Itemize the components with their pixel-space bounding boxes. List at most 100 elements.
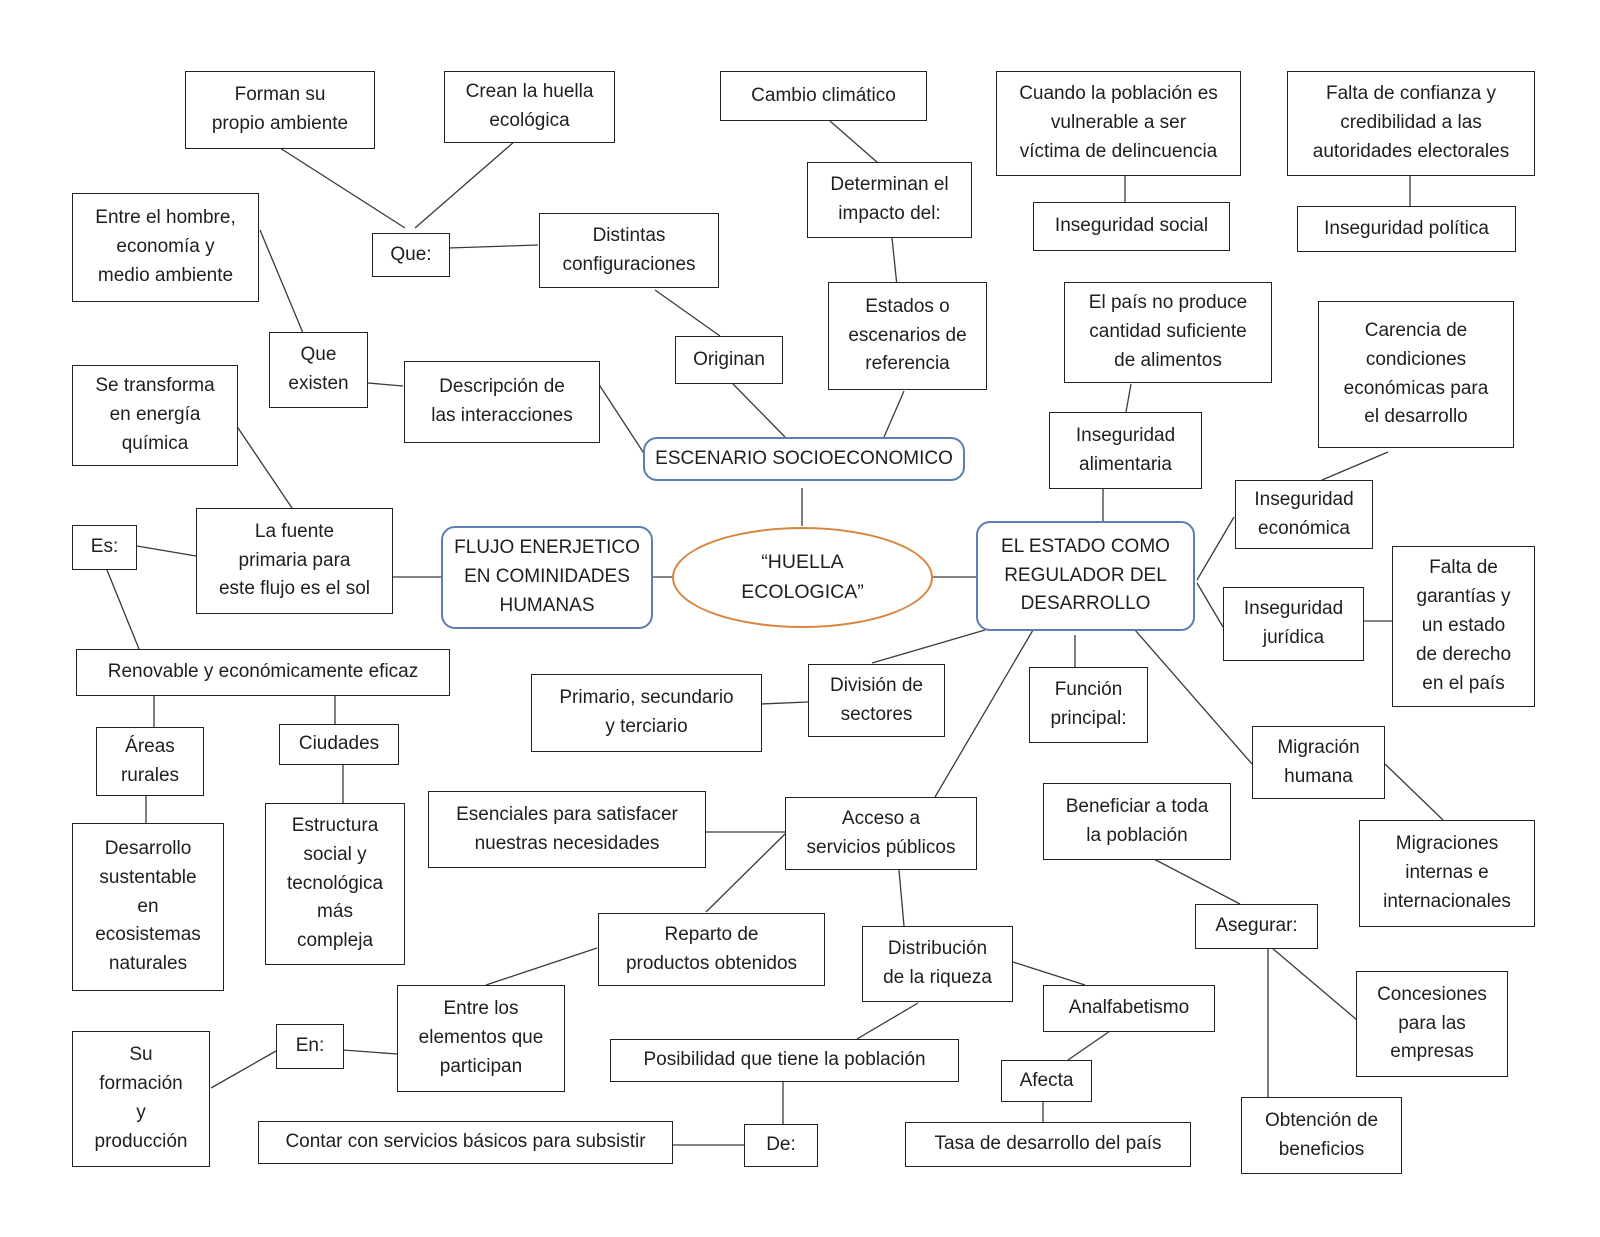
- node-fuente-primaria: La fuente primaria para este flujo es el…: [196, 508, 393, 614]
- node-afecta: Afecta: [1001, 1060, 1092, 1102]
- connector-line: [654, 289, 721, 337]
- node-estructura-social: Estructura social y tecnológica más comp…: [265, 803, 405, 965]
- connector-line: [898, 869, 905, 927]
- node-beneficiar-poblacion: Beneficiar a toda la población: [1043, 783, 1231, 860]
- node-se-transforma: Se transforma en energía química: [72, 365, 238, 466]
- node-text: Inseguridad económica: [1254, 488, 1354, 539]
- connector-line: [891, 237, 898, 287]
- node-tasa-desarrollo: Tasa de desarrollo del país: [905, 1122, 1191, 1167]
- node-de: De:: [744, 1124, 818, 1167]
- node-text: Posibilidad que tiene la población: [643, 1049, 926, 1071]
- connector-line: [279, 147, 406, 229]
- connector-line: [447, 244, 539, 249]
- node-text: Renovable y económicamente eficaz: [107, 661, 419, 683]
- node-text: Primario, secundario y terciario: [559, 687, 734, 737]
- node-text: El país no produce cantidad suficiente d…: [1088, 292, 1248, 371]
- node-text: Inseguridad jurídica: [1243, 598, 1344, 648]
- node-concesiones-empresas: Concesiones para las empresas: [1356, 971, 1508, 1077]
- connector-line: [414, 140, 516, 229]
- connector-line: [106, 569, 140, 650]
- branch-escenario-text: ESCENARIO SOCIOECONOMICO: [655, 447, 953, 469]
- node-text: Acceso a servicios públicos: [806, 807, 956, 858]
- node-migracion-humana: Migración humana: [1252, 726, 1385, 799]
- branch-estado-text: EL ESTADO COMO REGULADOR DEL DESARROLLO: [1001, 535, 1170, 615]
- node-distintas-configuraciones: Distintas configuraciones: [539, 213, 719, 288]
- node-text: Inseguridad política: [1324, 217, 1489, 239]
- node-text: Analfabetismo: [1068, 997, 1190, 1019]
- node-text: Falta de garantías y un estado de derech…: [1415, 557, 1512, 694]
- node-text: Áreas rurales: [120, 735, 180, 786]
- branch-flujo-text: FLUJO ENERJETICO EN COMINIDADES HUMANAS: [454, 537, 640, 616]
- connector-line: [871, 629, 986, 664]
- branch-escenario-socioeconomico: ESCENARIO SOCIOECONOMICO: [643, 437, 965, 481]
- connector-line: [934, 629, 1034, 798]
- node-ciudades: Ciudades: [279, 724, 399, 765]
- node-text: Concesiones para las empresas: [1377, 983, 1487, 1063]
- node-text: Función principal:: [1050, 679, 1127, 729]
- node-text: Su formación y producción: [94, 1044, 188, 1152]
- node-inseguridad-social: Inseguridad social: [1033, 202, 1230, 251]
- node-falta-garantias: Falta de garantías y un estado de derech…: [1392, 546, 1535, 707]
- central-topic-node: “HUELLA ECOLOGICA”: [672, 527, 933, 628]
- node-contar-servicios: Contar con servicios básicos para subsis…: [258, 1121, 673, 1164]
- connector-line: [1196, 516, 1235, 581]
- node-su-formacion: Su formación y producción: [72, 1031, 210, 1167]
- node-text: División de sectores: [830, 674, 923, 725]
- branch-estado-regulador: EL ESTADO COMO REGULADOR DEL DESARROLLO: [976, 521, 1195, 631]
- node-text: Tasa de desarrollo del país: [934, 1133, 1162, 1155]
- node-text: Migración humana: [1277, 736, 1360, 787]
- central-topic-text: “HUELLA ECOLOGICA”: [741, 550, 864, 603]
- connector-line: [1067, 1030, 1111, 1061]
- node-determinan-impacto: Determinan el impacto del:: [807, 162, 972, 238]
- node-que: Que:: [372, 233, 450, 277]
- node-text: Que:: [390, 243, 432, 265]
- node-desarrollo-sustentable: Desarrollo sustentable en ecosistemas na…: [72, 823, 224, 991]
- node-division-sectores: División de sectores: [808, 664, 945, 737]
- node-migraciones-internas: Migraciones internas e internacionales: [1359, 820, 1535, 927]
- node-text: Beneficiar a toda la población: [1065, 795, 1209, 846]
- connector-line: [883, 390, 905, 438]
- node-text: Descripción de las interacciones: [431, 376, 573, 426]
- node-text: Inseguridad alimentaria: [1075, 424, 1176, 475]
- node-text: Asegurar:: [1215, 915, 1298, 937]
- node-asegurar: Asegurar:: [1195, 904, 1318, 949]
- node-distribucion-riqueza: Distribución de la riqueza: [862, 926, 1013, 1002]
- node-areas-rurales: Áreas rurales: [96, 727, 204, 796]
- node-analfabetismo: Analfabetismo: [1043, 985, 1215, 1032]
- connector-line: [597, 382, 646, 456]
- node-renovable: Renovable y económicamente eficaz: [76, 649, 450, 696]
- node-text: Se transforma en energía química: [95, 375, 215, 454]
- node-que-existen: Que existen: [269, 332, 368, 408]
- node-forman-ambiente: Forman su propio ambiente: [185, 71, 375, 149]
- connector-line: [1012, 961, 1086, 986]
- node-text: Desarrollo sustentable en ecosistemas na…: [95, 837, 201, 975]
- connector-line: [1134, 629, 1253, 765]
- connector-line: [367, 382, 404, 387]
- connector-line: [1125, 383, 1132, 413]
- connector-line: [259, 229, 304, 334]
- node-text: Falta de confianza y credibilidad a las …: [1312, 83, 1510, 162]
- node-text: Contar con servicios básicos para subsis…: [285, 1131, 646, 1153]
- connector-line: [759, 701, 809, 705]
- node-es: Es:: [72, 525, 137, 570]
- node-text: Que existen: [288, 344, 349, 394]
- node-primario-secundario: Primario, secundario y terciario: [531, 674, 762, 752]
- node-falta-confianza: Falta de confianza y credibilidad a las …: [1287, 71, 1535, 176]
- node-text: La fuente primaria para este flujo es el…: [218, 520, 371, 600]
- node-text: Inseguridad social: [1054, 215, 1209, 237]
- node-text: Originan: [693, 348, 765, 370]
- node-pais-no-produce: El país no produce cantidad suficiente d…: [1064, 282, 1272, 383]
- node-descripcion-interacciones: Descripción de las interacciones: [404, 361, 600, 443]
- node-inseguridad-juridica: Inseguridad jurídica: [1223, 587, 1364, 661]
- connector-line: [705, 833, 786, 913]
- connector-line: [342, 1049, 398, 1055]
- node-text: Cambio climático: [751, 84, 896, 106]
- connector-line: [856, 1002, 919, 1040]
- node-text: Cuando la población es vulnerable a ser …: [1019, 83, 1218, 162]
- connector-line: [1384, 763, 1444, 821]
- node-text: Distintas configuraciones: [562, 224, 696, 275]
- connector-line: [1271, 947, 1358, 1021]
- connector-line: [1321, 451, 1389, 481]
- node-text: En:: [295, 1035, 325, 1057]
